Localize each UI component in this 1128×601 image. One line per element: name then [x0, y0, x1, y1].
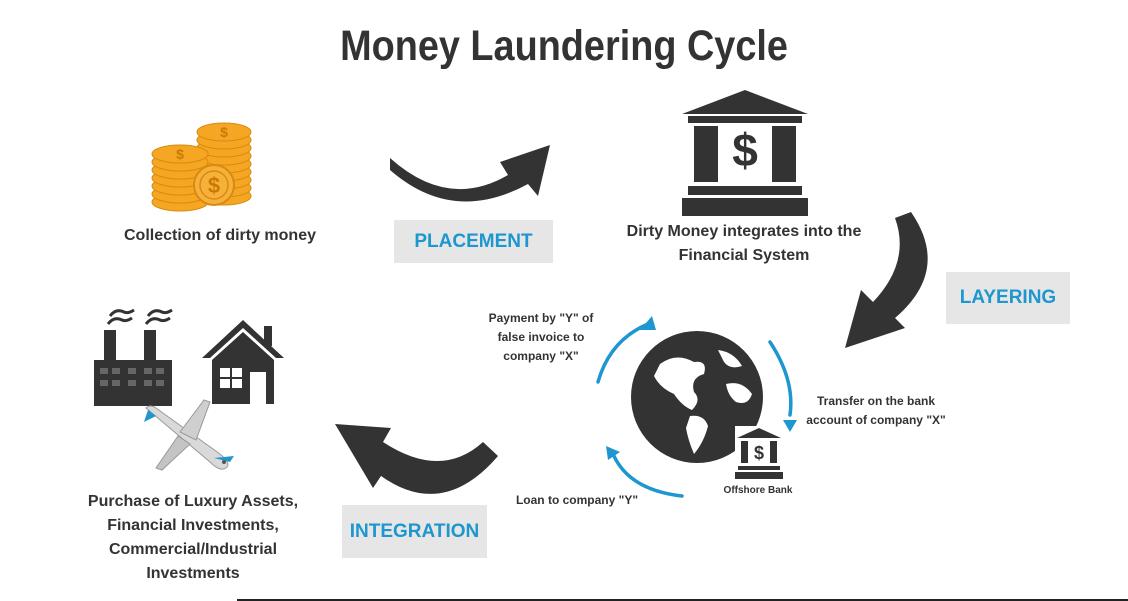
airplane-icon: [144, 399, 234, 471]
dirty-money-label: Dirty Money integrates into the Financia…: [626, 223, 862, 264]
offshore-bank-icon: $: [735, 426, 783, 480]
transfer-label: Transfer on the bank account of company …: [806, 394, 946, 427]
integration-arrow: [335, 424, 498, 494]
placement-arrow: [390, 145, 550, 202]
cycle-arrows: [596, 316, 797, 498]
coins-icon: $ $ $: [151, 122, 252, 212]
factory-icon: [94, 308, 173, 406]
offshore-label: Offshore Bank: [723, 485, 793, 496]
svg-text:$: $: [754, 443, 764, 463]
svg-text:$: $: [732, 124, 758, 176]
purchase-label: Purchase of Luxury Assets, Financial Inv…: [87, 493, 299, 582]
bank-icon: $: [682, 90, 808, 216]
diagram-title: Money Laundering Cycle: [340, 22, 788, 70]
svg-text:$: $: [176, 146, 184, 162]
house-icon: [202, 320, 284, 404]
svg-text:$: $: [220, 124, 228, 140]
layering-arrow: [845, 212, 928, 348]
stage-integration: INTEGRATION: [342, 505, 487, 558]
loan-label: Loan to company "Y": [515, 493, 639, 507]
bottom-divider: [237, 599, 1128, 601]
stage-layering: LAYERING: [946, 272, 1070, 324]
svg-text:$: $: [208, 173, 220, 198]
collection-label: Collection of dirty money: [123, 227, 316, 244]
globe-icon: [631, 331, 763, 463]
stage-placement: PLACEMENT: [394, 220, 553, 263]
payment-label: Payment by "Y" of false invoice to compa…: [488, 311, 594, 363]
